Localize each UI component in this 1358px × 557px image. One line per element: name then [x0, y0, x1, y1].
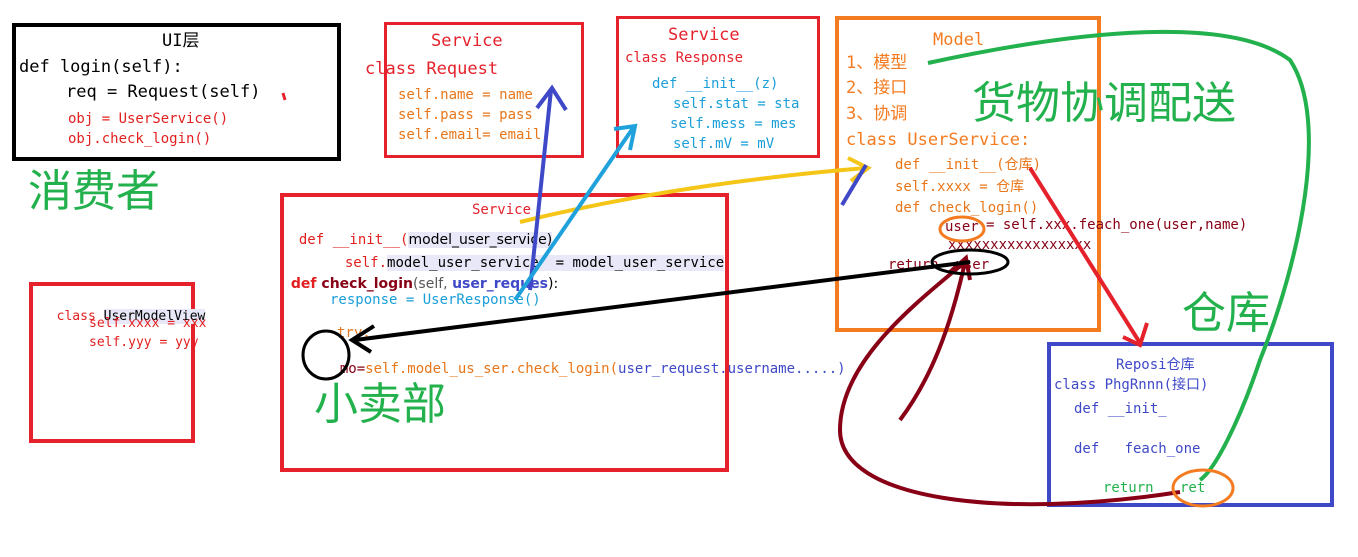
model-view-class-name: UserModelView: [103, 309, 206, 324]
ui-layer-box: [12, 23, 341, 161]
darkred-return-arrow: [837, 260, 1181, 507]
response-init: def __init__(z): [652, 76, 779, 92]
service-self-assign: model_user_service = model_user_service: [387, 255, 725, 271]
cyan-response-arrow: [513, 126, 635, 302]
model-user-word: user: [945, 219, 979, 235]
response-mess: self.mess = mes: [670, 116, 797, 132]
blue-request-arrowhead: [535, 84, 568, 112]
service-self-line: self.model_user_service = model_user_ser…: [328, 242, 725, 271]
service-title: Service: [472, 202, 532, 218]
request-email: self.email= email: [398, 127, 542, 143]
response-title: Service: [668, 25, 740, 45]
red-inject-arrowhead: [1122, 322, 1149, 348]
response-box: [616, 16, 820, 158]
model-box: [835, 16, 1101, 332]
cyan-response-arrowhead: [613, 123, 638, 151]
repo-ret: ret: [1180, 480, 1206, 496]
service-mo-call: self.model_us_ser.check_login(: [365, 361, 619, 377]
model-view-box: [29, 282, 195, 443]
user-circle: [938, 215, 986, 243]
request-name: self.name = name: [398, 87, 533, 103]
model-item-interface: 2、接口: [846, 78, 908, 98]
service-init-def: def __init__(: [298, 232, 409, 248]
shop-label: 小卖部: [314, 379, 446, 430]
request-title: Service: [431, 31, 503, 51]
model-item-model: 1、模型: [846, 53, 908, 73]
green-flow-arrow: [927, 29, 1311, 482]
service-mo-arg: user_request.username.....): [618, 361, 846, 377]
ui-obj-line: obj = UserService(): [68, 111, 229, 127]
ret-circle: [1171, 468, 1235, 508]
response-mv: self.mV = mV: [673, 136, 775, 152]
model-view-xxxx: self.xxxx = xxx: [89, 316, 207, 331]
ui-layer-title: UI层: [162, 31, 200, 51]
request-box: [384, 22, 584, 158]
goods-coordination-label: 货物协调配送: [972, 78, 1236, 129]
ui-login-def: def login(self):: [19, 57, 183, 77]
service-check-name: check_login: [321, 276, 413, 292]
repo-init: def __init_: [1074, 401, 1167, 417]
red-dot-mark: [281, 92, 287, 101]
model-init: def __init__(仓库): [895, 157, 1042, 173]
service-response-line: response = UserResponse(): [330, 292, 541, 308]
model-view-class-word: class: [56, 309, 104, 324]
repo-title: Reposi仓库: [1116, 357, 1195, 373]
service-init-line: def __init__(model_user_service): [282, 219, 553, 248]
repo-return: return: [1103, 480, 1154, 496]
service-mo-line: mo=self.model_us_ser.check_login(user_re…: [323, 348, 846, 376]
service-box: [280, 193, 729, 472]
request-pass: self.pass = pass: [398, 107, 533, 123]
red-inject-arrow: [1028, 166, 1142, 345]
return-user-circle: [930, 248, 1010, 276]
model-view-yyy: self.yyy = yyy: [89, 335, 199, 350]
service-init-param: model_user_service): [408, 232, 553, 248]
service-try-line: try:: [337, 325, 371, 341]
ui-check-line: obj.check_login(): [68, 131, 212, 147]
model-self: self.xxxx = 仓库: [895, 179, 1025, 195]
mo-circle: [301, 329, 351, 381]
warehouse-label: 仓库: [1182, 288, 1270, 339]
yellow-arrowhead: [847, 156, 872, 183]
model-xx: xxxxxxxxxxxxxxxxx: [948, 237, 1092, 253]
model-check: def check_login(): [895, 200, 1039, 216]
service-check-self: (self,: [412, 276, 453, 292]
yellow-dependency-arrow: [519, 166, 867, 224]
black-arrowhead: [348, 324, 376, 354]
response-class: class Response: [625, 50, 744, 66]
model-class: class UserService:: [846, 130, 1031, 150]
consumer-label: 消费者: [28, 166, 160, 217]
service-check-close: ):: [547, 276, 559, 292]
service-check-def: def: [290, 276, 322, 292]
request-class: class Request: [365, 59, 499, 79]
blue-tick-line: [840, 163, 868, 207]
repo-class: class PhgRnnn(接口): [1054, 377, 1209, 393]
blue-request-arrow: [528, 89, 553, 291]
model-title: Model: [933, 30, 985, 50]
darkred-link-line: [898, 261, 967, 422]
service-self-prefix: self.: [344, 255, 388, 271]
response-stat: self.stat = sta: [673, 96, 800, 112]
black-return-arrow: [354, 260, 971, 342]
ui-request-line: req = Request(self): [66, 82, 261, 102]
model-item-coordinate: 3、协调: [846, 104, 908, 124]
repo-fetch: def feach_one: [1074, 441, 1201, 457]
model-view-class-line: class UserModelView: [41, 297, 206, 324]
